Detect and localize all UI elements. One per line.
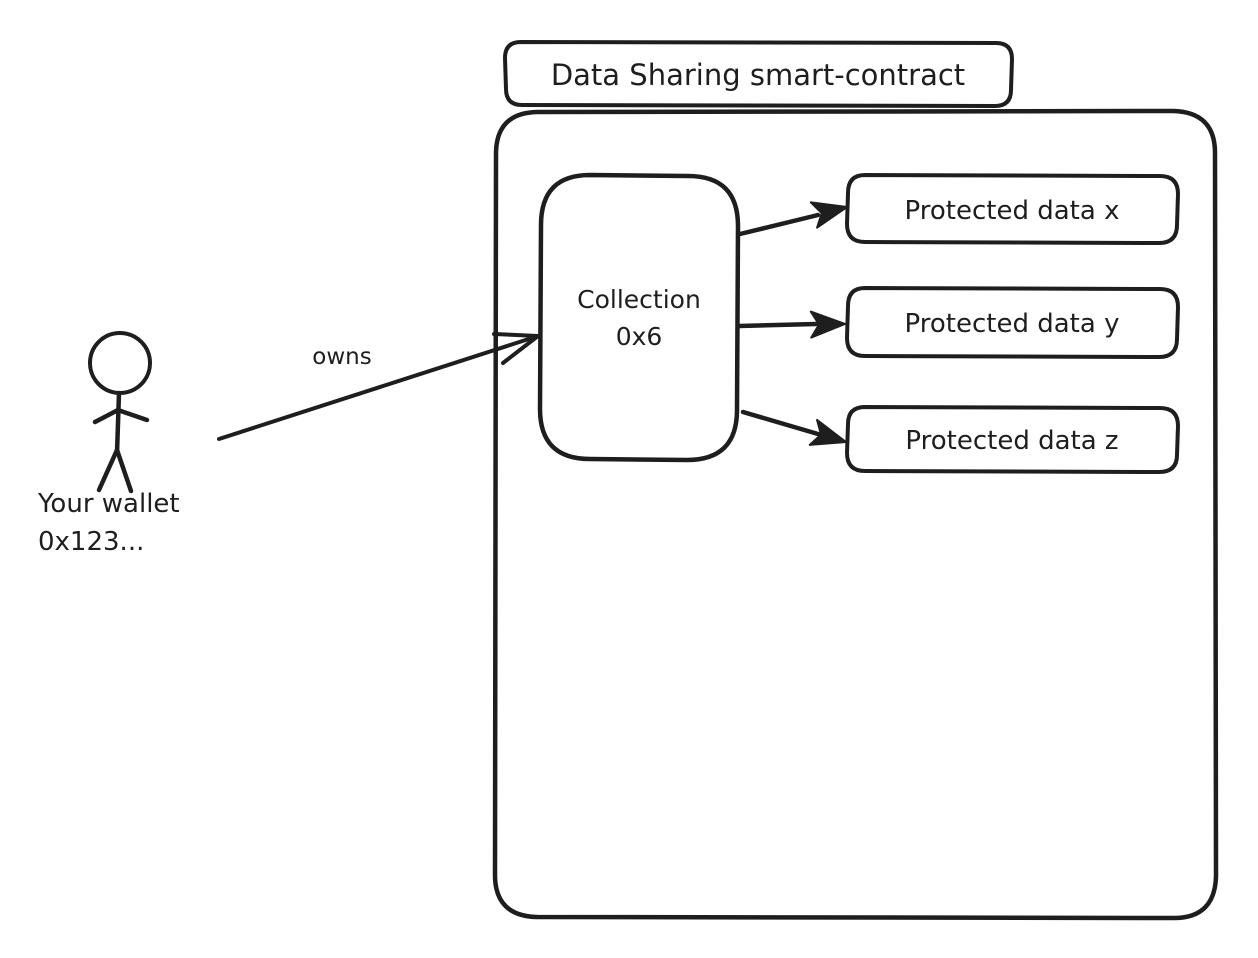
stick-figure-leg-right	[114, 447, 134, 494]
actor-label: Your wallet 0x123...	[37, 489, 180, 557]
arrow-collection-to-x	[737, 201, 848, 237]
stick-figure-arm-right	[115, 407, 150, 423]
protected-data-z-label: Protected data z	[905, 426, 1118, 456]
protected-data-box-x: Protected data x	[845, 173, 1180, 245]
collection-box-outline	[537, 172, 741, 463]
arrow-collection-to-x-shaft	[737, 212, 821, 237]
protected-data-box-z: Protected data z	[845, 405, 1180, 474]
stick-figure-leg-left	[96, 447, 120, 493]
arrow-collection-to-z-head-icon	[808, 418, 847, 446]
collection-label-id: 0x6	[616, 322, 663, 351]
owns-arrow-head-barb-upper	[492, 332, 540, 338]
arrow-collection-to-y-shaft	[736, 321, 819, 329]
arrow-collection-to-y	[736, 310, 846, 339]
arrow-collection-to-y-head-icon	[809, 310, 846, 339]
smart-contract-title-box: Data Sharing smart-contract	[503, 40, 1014, 108]
arrow-collection-to-x-head-icon	[809, 201, 848, 229]
protected-data-x-label: Protected data x	[905, 196, 1120, 226]
stick-figure-body	[114, 390, 122, 456]
smart-contract-container	[492, 108, 1219, 921]
protected-data-y-label: Protected data y	[905, 309, 1120, 339]
owns-arrow: owns	[217, 332, 540, 441]
collection-box: Collection 0x6	[537, 172, 741, 463]
smart-contract-container-outline	[492, 108, 1219, 921]
collection-label-name: Collection	[577, 285, 701, 314]
actor-label-name: Your wallet	[37, 489, 180, 519]
actor-label-address: 0x123...	[38, 527, 144, 557]
owns-arrow-shaft	[217, 334, 540, 441]
protected-data-box-x-outline	[845, 173, 1180, 245]
arrow-collection-to-z	[740, 409, 847, 446]
protected-data-box-y: Protected data y	[845, 286, 1180, 359]
stick-figure-arm-left	[92, 407, 121, 425]
arrow-collection-to-z-shaft	[740, 409, 821, 437]
protected-data-box-z-outline	[845, 405, 1180, 474]
protected-data-box-y-outline	[845, 286, 1180, 359]
smart-contract-title-box-outline	[503, 40, 1014, 108]
owns-label: owns	[312, 344, 371, 370]
stick-figure-icon	[88, 331, 152, 494]
owns-arrow-head-barb-lower	[501, 334, 540, 365]
stick-figure-head	[88, 331, 152, 395]
smart-contract-title: Data Sharing smart-contract	[551, 58, 965, 92]
